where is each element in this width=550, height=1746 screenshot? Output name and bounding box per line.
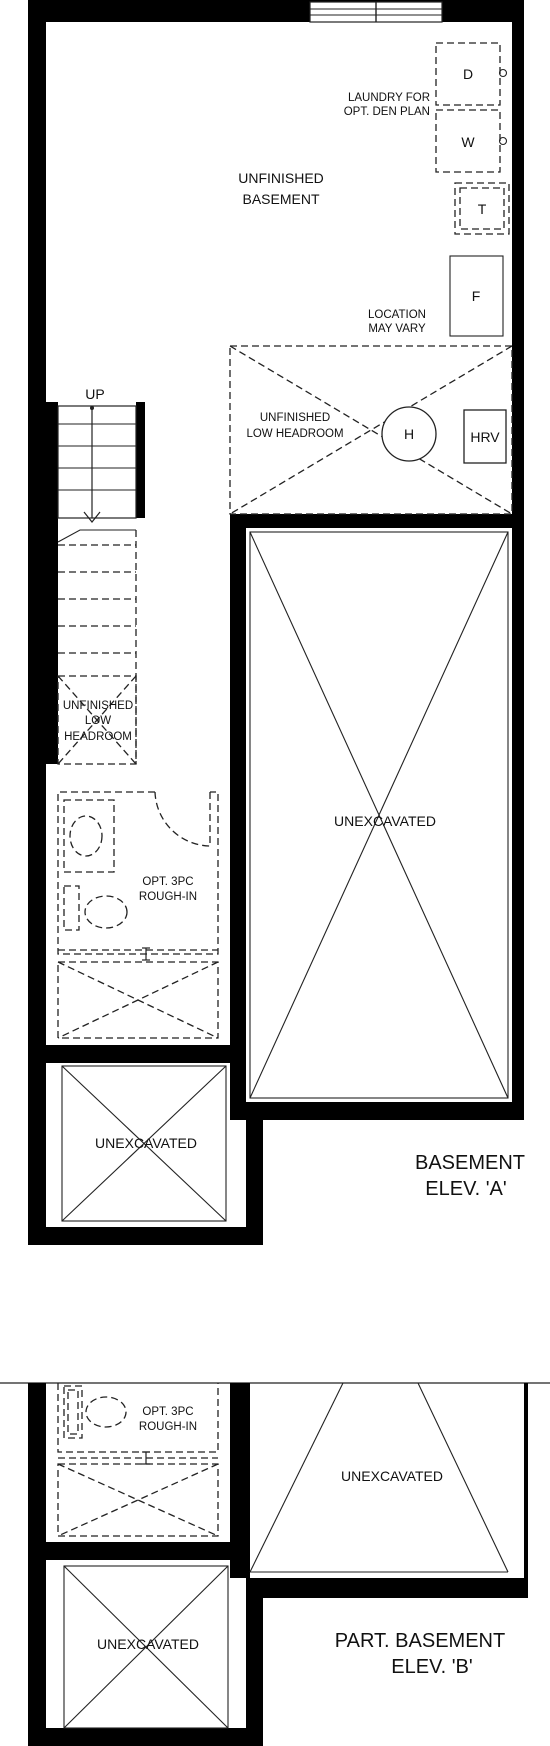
- laundry-note-line2: OPT. DEN PLAN: [344, 106, 430, 118]
- plan-a: UNFINISHED BASEMENT LAUNDRY FOR OPT. DEN…: [28, 0, 525, 1245]
- mech-room-bottom-wall: [230, 514, 512, 528]
- unexcavated-main-b: [249, 1382, 509, 1573]
- stair-up-label: UP: [85, 386, 104, 402]
- unexcavated-porch-a-label: UNEXCAVATED: [95, 1135, 197, 1151]
- opt-bath-a: [57, 791, 219, 1039]
- mech-headroom-line1: UNFINISHED: [260, 412, 330, 424]
- mech-headroom-line2: LOW HEADROOM: [246, 428, 343, 440]
- hrv-unit: [463, 409, 507, 464]
- unexcavated-left-wall: [230, 514, 246, 1120]
- stair: [57, 405, 137, 543]
- stair-headroom-line3: HEADROOM: [64, 731, 132, 743]
- location-note-line2: MAY VARY: [368, 323, 426, 335]
- laundry-note-line1: LAUNDRY FOR: [348, 92, 430, 104]
- water-heater: [381, 406, 437, 462]
- opt-bath-b: [57, 1383, 219, 1537]
- plan-a-title-line2: ELEV. 'A': [425, 1178, 506, 1200]
- unexcavated-bottom-wall: [230, 1102, 524, 1120]
- furnace-label: F: [472, 288, 481, 304]
- plan-b-title-line2: ELEV. 'B': [391, 1656, 472, 1678]
- top-window: [309, 1, 443, 23]
- stair-headroom-line1: UNFINISHED: [63, 700, 133, 712]
- bath-bottom-wall: [46, 1045, 246, 1063]
- unfinished-basement-line2: BASEMENT: [242, 191, 319, 207]
- stair-left-wall: [46, 402, 58, 764]
- furnace: [449, 255, 504, 337]
- rough-in-b-line2: ROUGH-IN: [139, 1421, 197, 1433]
- rough-in-a-line2: ROUGH-IN: [139, 891, 197, 903]
- water-heater-label: H: [404, 426, 414, 442]
- unexcavated-porch-b: [63, 1565, 229, 1729]
- plan-a-title-line1: BASEMENT: [415, 1152, 525, 1174]
- washer-label: W: [461, 134, 475, 150]
- tub-label: T: [478, 201, 487, 217]
- stair-headroom-line2: LOW: [85, 715, 111, 727]
- unfinished-basement-line1: UNFINISHED: [238, 170, 324, 186]
- unexcavated-main-a: [249, 531, 509, 1099]
- unexcavated-porch-b-label: UNEXCAVATED: [97, 1636, 199, 1652]
- hrv-label: HRV: [470, 429, 500, 445]
- stair-right-rail: [136, 402, 145, 518]
- rough-in-a-line1: OPT. 3PC: [142, 876, 193, 888]
- plan-b-exterior-wall: [28, 1383, 528, 1746]
- unexcavated-main-a-label: UNEXCAVATED: [334, 813, 436, 829]
- laundry-tub: [454, 182, 510, 235]
- location-note-line1: LOCATION: [368, 309, 426, 321]
- plan-b-title-line1: PART. BASEMENT: [335, 1630, 505, 1652]
- dryer-label: D: [463, 66, 473, 82]
- mech-low-headroom: [229, 345, 513, 515]
- unexcavated-main-b-label: UNEXCAVATED: [341, 1468, 443, 1484]
- unexcavated-porch-a: [61, 1065, 227, 1222]
- plan-b: OPT. 3PC ROUGH-IN UNEXCAVATED UNEXCAVATE…: [0, 1382, 550, 1746]
- rough-in-b-line1: OPT. 3PC: [142, 1406, 193, 1418]
- stair-lower-dashed: [57, 530, 137, 765]
